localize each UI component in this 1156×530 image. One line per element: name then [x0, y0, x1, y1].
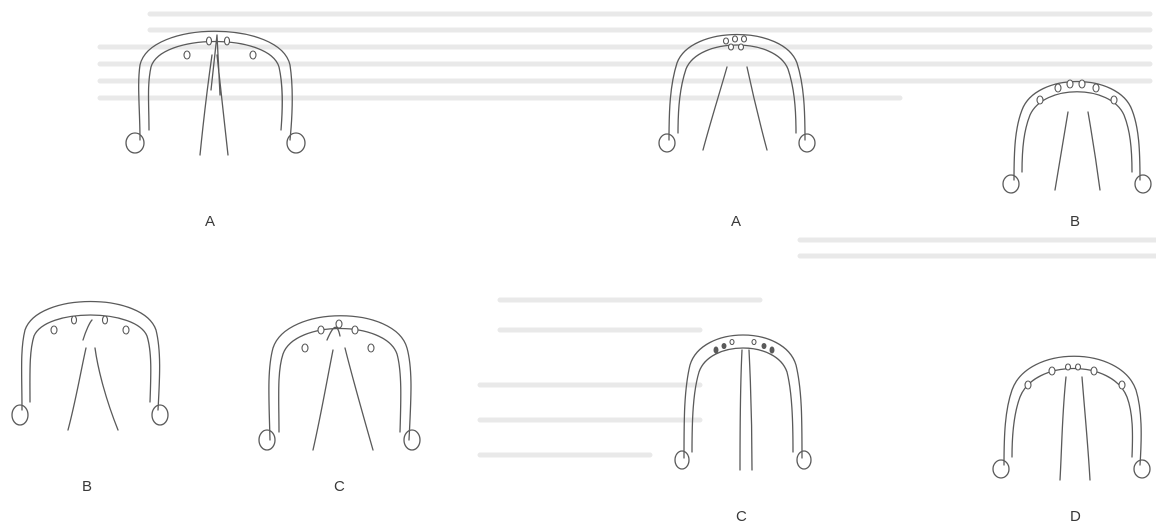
right-figure-b: B [1000, 60, 1156, 210]
left-figure-a-label: A [205, 213, 216, 230]
left-figure-b-label: B [82, 478, 93, 495]
left-figure-c: C [255, 300, 435, 450]
right-figure-d: D [990, 345, 1156, 485]
right-figure-c: C [672, 320, 822, 470]
right-figure-c-label: C [736, 508, 747, 525]
left-figure-c-label: C [334, 478, 345, 495]
right-figure-d-label: D [1070, 508, 1081, 525]
left-figure-b: B [8, 300, 173, 450]
right-figure-a: A [655, 15, 825, 165]
left-figure-a: A [125, 15, 315, 165]
right-figure-a-label: A [731, 213, 742, 230]
right-figure-b-label: B [1070, 213, 1081, 230]
